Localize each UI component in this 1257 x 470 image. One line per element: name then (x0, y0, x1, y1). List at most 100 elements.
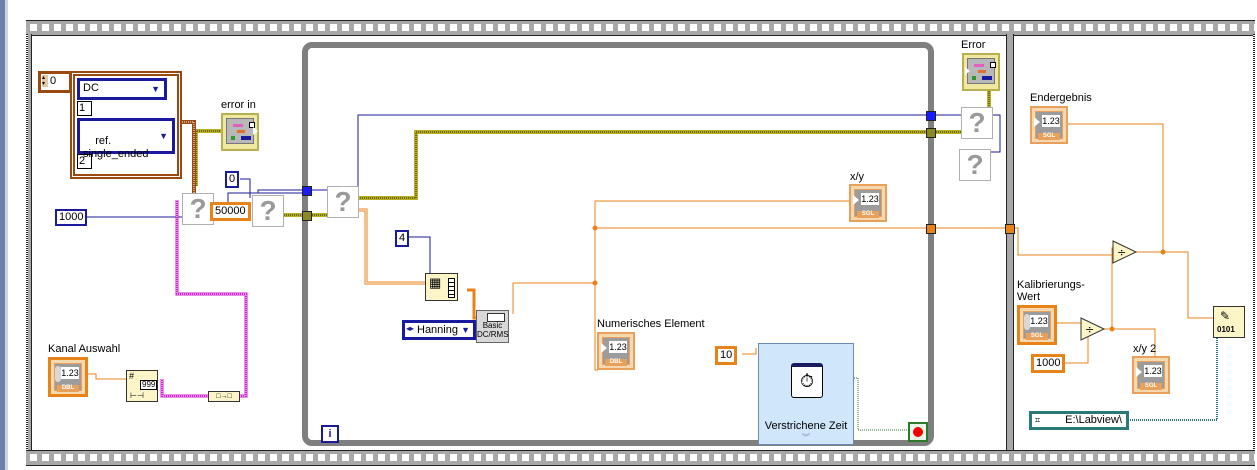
ring-value: ref. single_ended (83, 135, 149, 160)
numerisches-element-label: Numerisches Element (597, 318, 705, 330)
meter-icon (487, 313, 505, 322)
constant-50000[interactable]: 50000 (210, 202, 251, 221)
index-label-1: 1 (77, 101, 92, 116)
concatenate-strings-function[interactable]: □→□ (208, 391, 240, 402)
control-value: 1.23 (61, 367, 79, 379)
sequence-tunnel-float (1005, 224, 1015, 234)
ring-value: Hanning (417, 324, 458, 336)
endergebnis-label: Endergebnis (1030, 92, 1092, 104)
elapsed-time-express-vi[interactable]: ⏱ Verstrichene Zeit ︾ (758, 343, 854, 445)
array-index-value: 0 (50, 75, 57, 87)
wire-path (1126, 338, 1218, 421)
basic-dc-rms-subvi[interactable]: Basic DC/RMS (476, 310, 509, 343)
missing-subvi-4[interactable]: ? (961, 107, 993, 139)
stopwatch-icon: ⏱ (791, 363, 823, 398)
window-left-edge-inner (5, 0, 8, 470)
error-in-control[interactable] (221, 113, 259, 151)
loop-stop-condition[interactable] (908, 422, 928, 442)
expand-chevron-icon[interactable]: ︾ (802, 433, 810, 442)
type-tag: DBL (57, 385, 79, 392)
constant-4[interactable]: 4 (395, 230, 410, 247)
index-label-2: 2 (77, 154, 92, 169)
while-loop[interactable] (302, 42, 934, 446)
dropdown-arrow-icon: ▼ (461, 325, 470, 335)
kalibrierung-label-1: Kalibrierungs- (1017, 279, 1085, 291)
divide-icon: ÷ (1085, 323, 1094, 336)
elapsed-time-label: Verstrichene Zeit (764, 420, 848, 432)
divide-function-1[interactable]: ÷ (1112, 240, 1138, 264)
constant-0[interactable]: 0 (225, 171, 240, 188)
tunnel-int-in (302, 186, 312, 196)
subvi-label-2: DC/RMS (477, 330, 509, 339)
concat-icon: □→□ (216, 393, 232, 400)
constant-1000[interactable]: 1000 (55, 209, 88, 226)
file-path-constant[interactable]: ⌗ E:\Labview\ (1029, 411, 1129, 430)
indicator-value: 1.23 (1042, 115, 1060, 127)
kanal-auswahl-control[interactable]: 1.23 DBL (48, 357, 88, 397)
tunnel-int-out (926, 111, 936, 121)
index-array-function[interactable]: ▦ (425, 273, 458, 301)
divide-function-2[interactable]: ÷ (1080, 317, 1106, 341)
sequence-frame-right-edge (1253, 34, 1255, 450)
sequence-frame-divider[interactable] (1006, 34, 1014, 450)
control-value: 1.23 (1030, 315, 1048, 327)
missing-subvi-2[interactable]: ? (252, 195, 284, 227)
path-icon: ⌗ (1035, 415, 1041, 425)
ring-constant-dc[interactable]: DC ▼ (77, 78, 167, 100)
indicator-value: 1.23 (609, 341, 627, 353)
tunnel-float-out (926, 224, 936, 234)
sequence-frame-left-inner (28, 34, 32, 450)
type-tag: SGL (1026, 333, 1048, 340)
window-left-edge (0, 0, 5, 470)
sequence-frame-bottom-strip[interactable] (26, 450, 1255, 466)
missing-subvi-3[interactable]: ? (327, 186, 359, 218)
indicator-value: 1.23 (861, 193, 879, 205)
xy2-indicator[interactable]: 1.23 SGL (1132, 356, 1170, 394)
tunnel-error-in (302, 211, 312, 221)
tunnel-error-out (926, 128, 936, 138)
constant-10[interactable]: 10 (715, 346, 738, 365)
ring-arrows-icon: ◂▸ (406, 324, 415, 333)
display-999: 999 (140, 380, 158, 390)
sequence-frame-top-strip[interactable] (26, 20, 1255, 36)
wire-boolean (850, 377, 907, 431)
divide-icon: ÷ (1117, 246, 1126, 259)
subvi-label-1: Basic (482, 321, 503, 330)
output-triangle-icon (253, 127, 258, 135)
error-out-indicator[interactable] (962, 53, 1000, 91)
array-index-control[interactable]: ▴▾ 0 (38, 71, 72, 93)
iteration-terminal: i (321, 425, 339, 443)
xy-indicator[interactable]: 1.23 SGL (849, 184, 887, 222)
missing-subvi-5[interactable]: ? (959, 149, 991, 181)
ring-value: DC (83, 82, 99, 94)
width-icon: ⊢⊣ (130, 391, 144, 400)
window-ring-constant[interactable]: ◂▸ Hanning ▼ (402, 320, 476, 340)
type-tag: SGL (1038, 133, 1060, 140)
elements-icon (448, 278, 455, 298)
pencil-file-icon: ✎ (1220, 309, 1231, 323)
kanal-auswahl-label: Kanal Auswahl (48, 343, 121, 355)
hash-icon: # (129, 371, 135, 381)
array-grid-icon: ▦ (429, 275, 442, 290)
kalibrierung-label-2: Wert (1017, 291, 1041, 303)
ring-constant-ref-single-ended[interactable]: ref. single_ended ▼ (77, 118, 175, 160)
error-in-label: error in (221, 99, 256, 111)
increment-decrement-icon[interactable]: ▴▾ (42, 75, 48, 87)
endergebnis-indicator[interactable]: 1.23 SGL (1030, 106, 1068, 144)
type-tag: DBL (605, 359, 627, 366)
xy-label: x/y (850, 171, 865, 183)
write-to-file-function[interactable]: ✎ 0101 (1213, 306, 1245, 338)
kalibrierungs-wert-control[interactable]: 1.23 SGL (1017, 305, 1057, 345)
numerisches-element-indicator[interactable]: 1.23 DBL (597, 332, 635, 370)
type-tag: SGL (857, 211, 879, 218)
missing-subvi-1[interactable]: ? (182, 193, 214, 225)
xy2-label: x/y 2 (1133, 343, 1157, 355)
type-tag: SGL (1140, 383, 1162, 390)
indicator-value: 1.23 (1144, 365, 1162, 377)
array-constant[interactable]: DC ▼ 1 ref. single_ended ▼ 2 (70, 71, 182, 179)
error-label: Error (961, 39, 986, 51)
constant-1000-right[interactable]: 1000 (1031, 354, 1066, 373)
number-to-string-function[interactable]: # 999 ⊢⊣ (126, 370, 158, 402)
dropdown-arrow-icon: ▼ (159, 131, 168, 141)
